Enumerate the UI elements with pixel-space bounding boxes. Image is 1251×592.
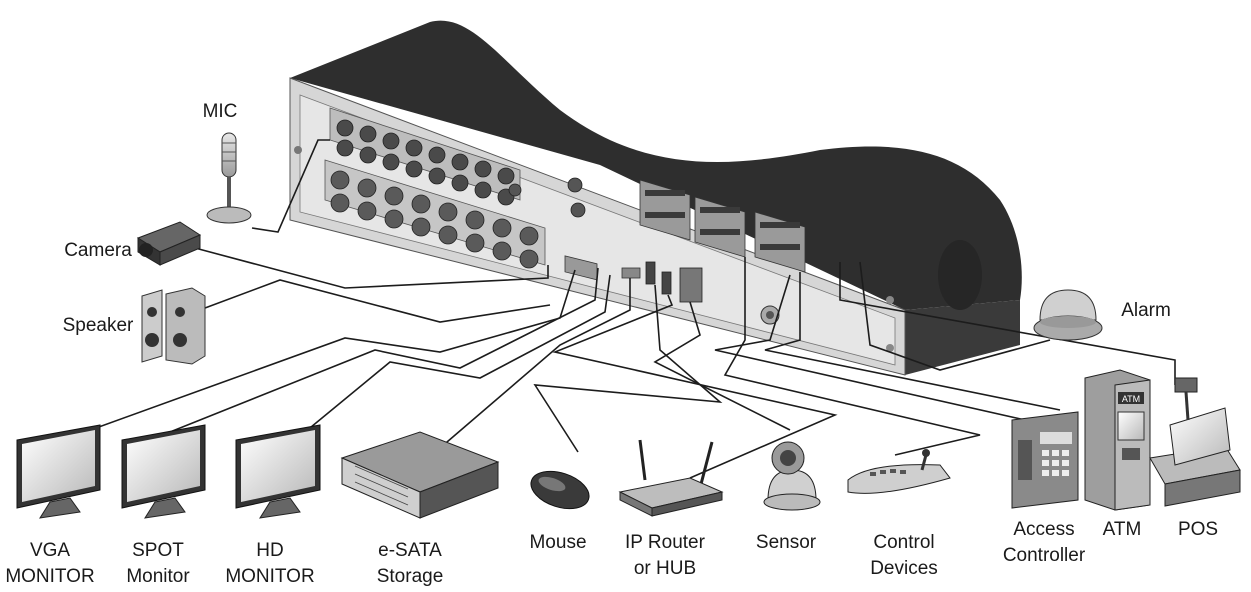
label-alarm: Alarm <box>1121 300 1171 321</box>
dvr-unit <box>289 20 1022 376</box>
label-atm: ATM <box>1103 519 1142 540</box>
usb-port-1 <box>645 261 656 285</box>
lan-port <box>679 267 703 303</box>
label-pos: POS <box>1178 519 1218 540</box>
hd-monitor-device <box>235 424 321 519</box>
cables <box>84 139 1176 479</box>
speaker-device <box>141 287 206 365</box>
label-vga-line1: VGA <box>30 540 70 561</box>
ip-router-device <box>618 439 724 517</box>
label-esata-line1: e-SATA <box>378 540 442 561</box>
access-controller-device <box>1011 411 1079 509</box>
label-control-line1: Control <box>873 532 934 553</box>
camera-device <box>136 221 202 266</box>
mic-device <box>206 132 252 224</box>
terminal-blocks <box>639 179 806 273</box>
label-mouse: Mouse <box>529 532 586 553</box>
label-speaker: Speaker <box>63 315 134 336</box>
usb-port-2 <box>661 271 672 295</box>
bnc-input-block <box>324 159 546 269</box>
label-access-line2: Controller <box>1003 545 1086 566</box>
label-mic: MIC <box>203 101 238 122</box>
atm-device: ATM <box>1084 369 1151 511</box>
control-device <box>847 449 951 494</box>
device-labels: MIC Camera Speaker Alarm VGA MONITOR SPO… <box>5 101 1218 587</box>
audio-connectors <box>508 177 586 218</box>
label-control-line2: Devices <box>870 558 938 579</box>
label-sensor: Sensor <box>756 532 817 553</box>
atm-sign: ATM <box>1122 394 1140 404</box>
bnc-loop-block <box>329 107 521 206</box>
label-spot-line1: SPOT <box>132 540 184 561</box>
label-esata-line2: Storage <box>377 566 444 587</box>
label-vga-line2: MONITOR <box>5 566 94 587</box>
pos-device <box>1149 377 1241 507</box>
label-spot-line2: Monitor <box>126 566 190 587</box>
esata-port <box>621 267 641 279</box>
label-hd-line1: HD <box>256 540 283 561</box>
sensor-device <box>763 441 821 511</box>
spot-monitor-device <box>121 424 206 519</box>
mouse-device <box>530 470 590 510</box>
esata-storage-device <box>340 431 500 519</box>
vga-monitor-device <box>16 424 101 519</box>
label-router-line1: IP Router <box>625 532 706 553</box>
label-access-line1: Access <box>1013 519 1074 540</box>
label-hd-line2: MONITOR <box>225 566 314 587</box>
label-camera: Camera <box>64 240 132 261</box>
alarm-device <box>1033 289 1103 341</box>
label-router-line2: or HUB <box>634 558 696 579</box>
